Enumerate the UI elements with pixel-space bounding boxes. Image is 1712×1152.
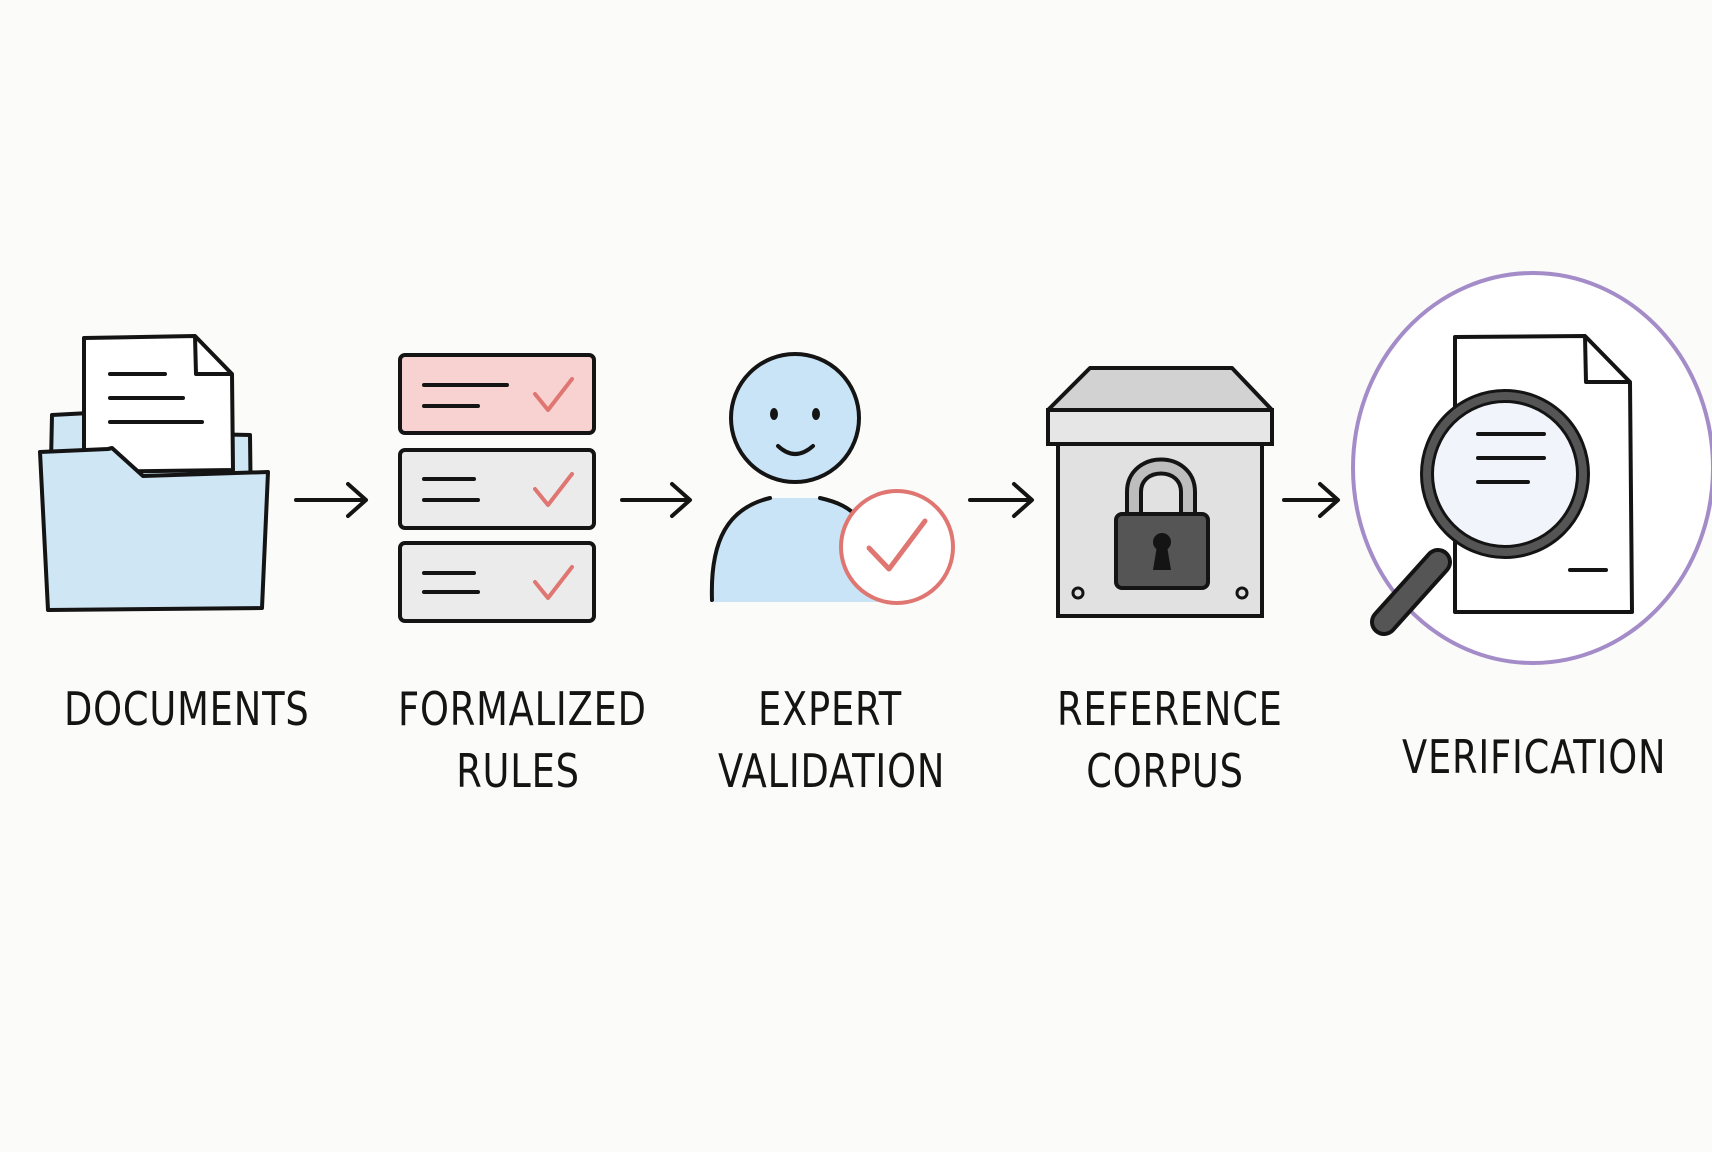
document-magnifier-icon: [1351, 271, 1712, 665]
arrow-right-icon: [1282, 482, 1340, 518]
label-line: REFERENCE: [1057, 682, 1283, 736]
locked-box-icon: [1046, 366, 1274, 618]
step-label-formalized-rules: FORMALIZED RULES: [398, 678, 647, 802]
person-with-checkmark-icon: [709, 352, 955, 605]
person-head: [729, 352, 861, 484]
step-label-expert-validation: EXPERT VALIDATION: [718, 678, 946, 802]
step-label-documents: DOCUMENTS: [64, 678, 310, 740]
folder-with-document-icon: [38, 334, 270, 612]
arrow-right-icon: [968, 482, 1034, 518]
label-line: DOCUMENTS: [64, 682, 310, 736]
label-line: RULES: [456, 744, 580, 798]
step-label-verification: VERIFICATION: [1402, 726, 1667, 788]
rule-row: [398, 353, 596, 435]
box-lid: [1046, 366, 1274, 446]
rule-row: [398, 448, 596, 530]
label-line: EXPERT: [757, 682, 903, 736]
arrow-right-icon: [294, 482, 368, 518]
label-line: FORMALIZED: [398, 682, 647, 736]
label-line: CORPUS: [1086, 744, 1244, 798]
magnifying-glass-icon: [1370, 389, 1590, 636]
arrow-right-icon: [620, 482, 692, 518]
step-label-reference-corpus: REFERENCE CORPUS: [1057, 678, 1283, 802]
approval-check-badge: [839, 489, 955, 605]
label-line: VALIDATION: [718, 744, 946, 798]
label-line: VERIFICATION: [1402, 730, 1667, 784]
padlock-icon: [1114, 457, 1210, 590]
rule-row: [398, 541, 596, 623]
checklist-icon: [398, 353, 596, 623]
